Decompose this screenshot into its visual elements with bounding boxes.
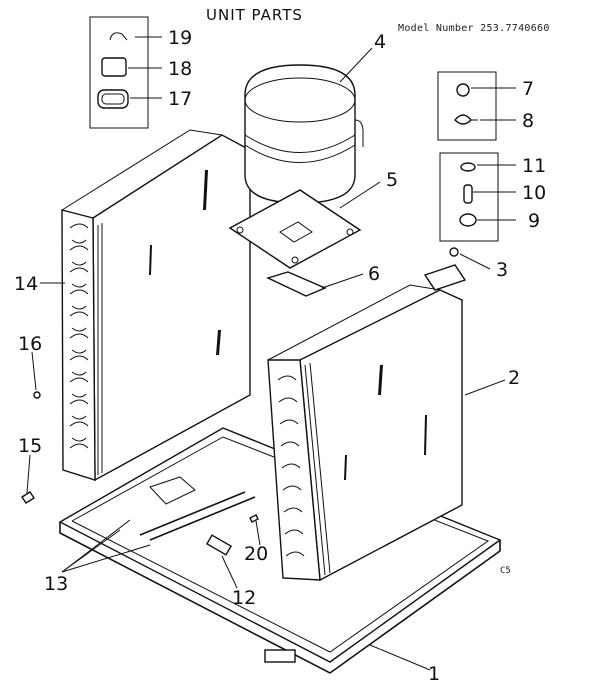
- callout-2: 2: [508, 367, 520, 389]
- callout-8: 8: [522, 110, 534, 132]
- small-parts: [21, 247, 459, 556]
- bracket-6: [266, 271, 327, 297]
- callout-20: 20: [244, 543, 268, 565]
- callout-7: 7: [522, 78, 534, 100]
- callout-3: 3: [496, 259, 508, 281]
- inset-7-8: [437, 71, 497, 141]
- leader-lines: [26, 36, 516, 671]
- corner-code: C5: [500, 566, 511, 576]
- callout-19: 19: [168, 27, 192, 49]
- left-coil: [61, 129, 251, 482]
- callout-15: 15: [18, 435, 42, 457]
- callout-12: 12: [232, 587, 256, 609]
- callout-13: 13: [44, 573, 68, 595]
- model-number: Model Number 253.7740660: [398, 23, 550, 34]
- callout-10: 10: [522, 182, 546, 204]
- callout-14: 14: [14, 273, 38, 295]
- callout-16: 16: [18, 333, 42, 355]
- mounting-plate: [228, 189, 362, 269]
- callout-17: 17: [168, 88, 192, 110]
- callout-6: 6: [368, 263, 380, 285]
- inset-9-11: [439, 152, 499, 242]
- right-coil: [267, 264, 467, 582]
- callout-9: 9: [528, 210, 540, 232]
- callout-4: 4: [374, 31, 386, 53]
- callout-18: 18: [168, 58, 192, 80]
- diagram-title: UNIT PARTS: [206, 6, 303, 24]
- compressor: [244, 64, 364, 204]
- callout-5: 5: [386, 169, 398, 191]
- base-pan: [58, 427, 502, 674]
- callout-1: 1: [428, 663, 440, 684]
- inset-17-19: [89, 16, 149, 129]
- callout-11: 11: [522, 155, 546, 177]
